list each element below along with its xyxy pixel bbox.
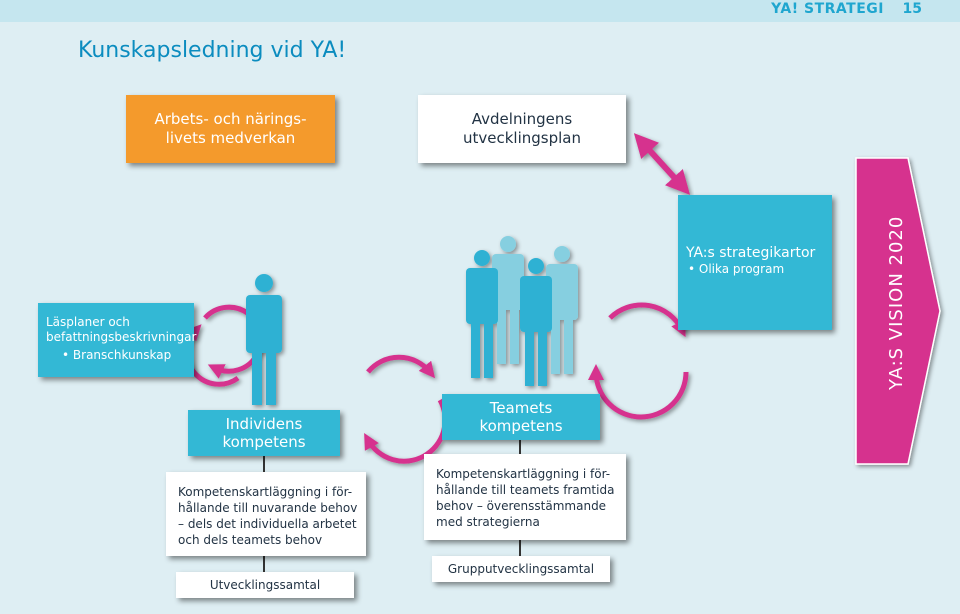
cycle-arrow-middle bbox=[366, 354, 436, 379]
box-mapping-individual: Kompetenskartläggning i för- hållande ti… bbox=[166, 472, 366, 556]
box-department-plan: Avdelningens utvecklingsplan bbox=[418, 95, 626, 163]
cycle-arrow-middle-2 bbox=[364, 398, 448, 464]
box-department-label: Avdelningens utvecklingsplan bbox=[463, 110, 581, 147]
header-brand: YA! STRATEGI bbox=[771, 1, 884, 17]
box-group-development-talk: Grupputvecklingssamtal bbox=[432, 556, 610, 582]
page-number: 15 bbox=[902, 1, 922, 17]
box-development-talk: Utvecklingssamtal bbox=[176, 572, 354, 598]
arrow-department-strategy bbox=[633, 133, 691, 195]
curricula-line2: befattningsbeskrivningar bbox=[46, 330, 197, 344]
individual-comp-line2: kompetens bbox=[222, 433, 306, 451]
box-industry-participation: Arbets- och närings- livets medverkan bbox=[126, 95, 335, 163]
header-bar: YA! STRATEGI 15 bbox=[0, 0, 960, 22]
individual-figure bbox=[246, 274, 282, 405]
dev-talk-label: Utvecklingssamtal bbox=[209, 578, 321, 592]
mapping-team-text: Kompetenskartläggning i för- hållande ti… bbox=[436, 467, 615, 529]
box-curricula: Läsplaner och befattningsbeskrivningar B… bbox=[38, 303, 197, 377]
team-comp-line1: Teamets bbox=[489, 399, 553, 417]
mapping-individual-text: Kompetenskartläggning i för- hållande ti… bbox=[178, 485, 358, 547]
box-team-competence: Teamets kompetens bbox=[442, 394, 600, 440]
curricula-line1: Läsplaner och bbox=[46, 315, 130, 329]
curricula-bullet: Branschkunskap bbox=[46, 348, 194, 363]
cycle-arrow-right-2 bbox=[588, 364, 689, 420]
page-title: Kunskapsledning vid YA! bbox=[78, 38, 347, 63]
strategy-title: YA:s strategikartor bbox=[686, 245, 816, 261]
box-mapping-team: Kompetenskartläggning i för- hållande ti… bbox=[424, 454, 626, 540]
team-figures bbox=[466, 236, 578, 386]
group-dev-talk-label: Grupputvecklingssamtal bbox=[447, 562, 595, 576]
vision-arrow bbox=[855, 157, 941, 465]
team-comp-line2: kompetens bbox=[479, 417, 563, 435]
vision-label: YA:S VISION 2020 bbox=[886, 215, 907, 390]
strategy-bullet: Olika program bbox=[686, 262, 832, 277]
box-individual-competence: Individens kompetens bbox=[188, 410, 340, 456]
box-strategy-maps: YA:s strategikartor Olika program bbox=[678, 195, 832, 330]
cycle-arrow-right bbox=[608, 302, 686, 338]
individual-comp-line1: Individens bbox=[225, 415, 303, 433]
box-industry-label: Arbets- och närings- livets medverkan bbox=[154, 110, 307, 147]
